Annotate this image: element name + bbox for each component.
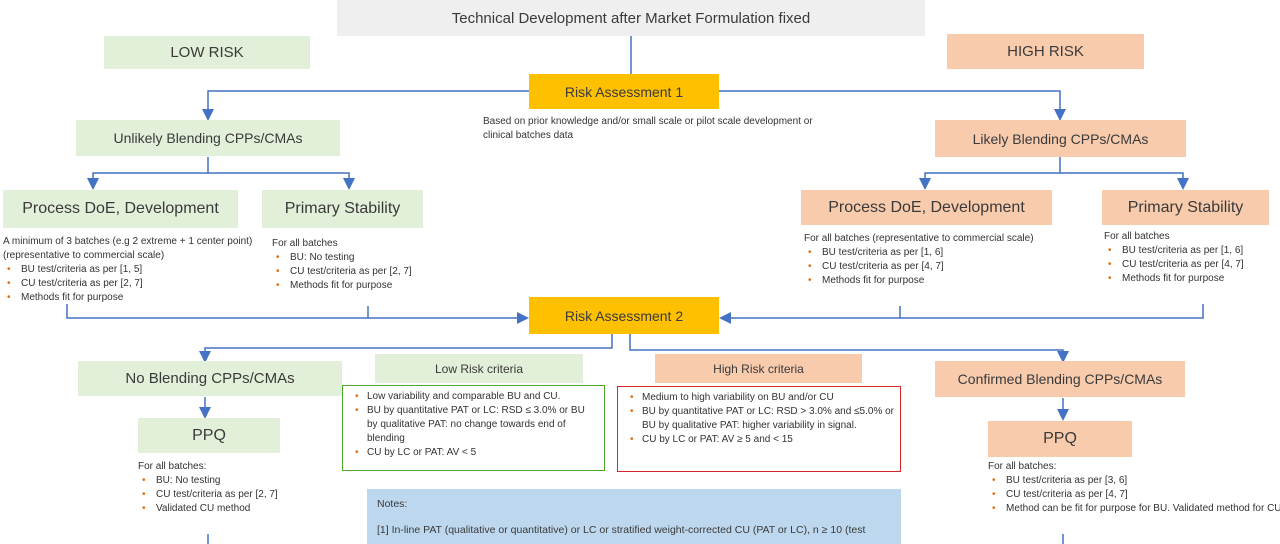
list-item: BU test/criteria as per [1, 5] — [7, 263, 273, 277]
page-title: Technical Development after Market Formu… — [337, 0, 925, 36]
right-process-doe-box: Process DoE, Development — [801, 190, 1052, 225]
left-primary-stability-box: Primary Stability — [262, 190, 423, 228]
right-to-ra2-arrow — [719, 304, 1204, 324]
left-doe-intro-2: (representative to commercial scale) — [3, 250, 165, 261]
list-item: Validated CU method — [142, 502, 338, 516]
confirmed-blending-box: Confirmed Blending CPPs/CMAs — [935, 361, 1185, 397]
no-blending-box: No Blending CPPs/CMAs — [78, 361, 342, 396]
list-item: CU test/criteria as per [4, 7] — [992, 488, 1278, 502]
high-risk-criteria-box: Medium to high variability on BU and/or … — [617, 386, 901, 472]
left-ppq-intro: For all batches: — [138, 461, 207, 472]
list-item: Methods fit for purpose — [1108, 272, 1274, 286]
notes-heading: Notes: — [377, 498, 408, 510]
notes-line-1: [1] In-line PAT (qualitative or quantita… — [377, 524, 866, 536]
list-item: Medium to high variability on BU and/or … — [630, 391, 894, 405]
risk-assessment-1: Risk Assessment 1 — [529, 74, 719, 109]
left-doe-intro-1: A minimum of 3 batches (e.g 2 extreme + … — [3, 236, 253, 247]
unlikely-blending-box: Unlikely Blending CPPs/CMAs — [76, 120, 340, 156]
right-doe-details: For all batches (representative to comme… — [804, 232, 1064, 288]
left-doe-details: A minimum of 3 batches (e.g 2 extreme + … — [3, 235, 273, 305]
list-item: BU test/criteria as per [3, 6] — [992, 474, 1278, 488]
left-to-ra2-arrow — [66, 304, 529, 324]
right-ppq-intro: For all batches: — [988, 461, 1057, 472]
risk-assessment-2: Risk Assessment 2 — [529, 297, 719, 334]
ra1-to-likely-arrow — [719, 90, 1066, 121]
right-stability-details: For all batches BU test/criteria as per … — [1104, 230, 1274, 286]
list-item: CU by LC or PAT: AV ≥ 5 and < 15 — [630, 433, 894, 447]
list-item: CU test/criteria as per [2, 7] — [276, 265, 472, 279]
list-item: Methods fit for purpose — [808, 274, 1064, 288]
right-stability-intro: For all batches — [1104, 231, 1170, 242]
list-item: CU test/criteria as per [4, 7] — [1108, 258, 1274, 272]
left-ppq-box: PPQ — [138, 418, 280, 453]
right-primary-stability-box: Primary Stability — [1102, 190, 1269, 225]
ra1-note: Based on prior knowledge and/or small sc… — [483, 116, 813, 141]
list-item: Methods fit for purpose — [276, 279, 472, 293]
ra2-to-no-blending-arrow — [199, 334, 613, 363]
unlikely-to-doe-arrow — [87, 157, 209, 190]
right-ppq-box: PPQ — [988, 421, 1132, 457]
list-item: BU: No testing — [142, 474, 338, 488]
left-ppq-details: For all batches: BU: No testing CU test/… — [138, 460, 338, 516]
list-item: BU: No testing — [276, 251, 472, 265]
ra1-to-unlikely-arrow — [202, 90, 530, 121]
high-risk-criteria-title: High Risk criteria — [655, 354, 862, 383]
likely-blending-box: Likely Blending CPPs/CMAs — [935, 120, 1186, 157]
unlikely-to-stability-arrow — [208, 172, 355, 190]
list-item: BU by quantitative PAT or LC: RSD > 3.0%… — [630, 405, 894, 433]
likely-to-doe-arrow — [919, 157, 1061, 190]
list-item: CU by LC or PAT: AV < 5 — [355, 446, 598, 460]
list-item: CU test/criteria as per [2, 7] — [7, 277, 273, 291]
list-item: BU test/criteria as per [1, 6] — [808, 246, 1064, 260]
high-risk-label: HIGH RISK — [947, 34, 1144, 69]
list-item: Method can be fit for purpose for BU. Va… — [992, 502, 1280, 516]
low-risk-criteria-box: Low variability and comparable BU and CU… — [342, 385, 605, 471]
low-risk-label: LOW RISK — [104, 36, 310, 69]
right-ppq-details: For all batches: BU test/criteria as per… — [988, 460, 1280, 516]
list-item: BU by quantitative PAT or LC: RSD ≤ 3.0%… — [355, 404, 598, 446]
list-item: CU test/criteria as per [2, 7] — [142, 488, 338, 502]
notes-box: Notes: [1] In-line PAT (qualitative or q… — [367, 489, 901, 544]
low-risk-criteria-title: Low Risk criteria — [375, 354, 583, 383]
ra2-to-confirmed-arrow — [629, 334, 1069, 363]
list-item: CU test/criteria as per [4, 7] — [808, 260, 1064, 274]
list-item: Low variability and comparable BU and CU… — [355, 390, 598, 404]
list-item: Methods fit for purpose — [7, 291, 273, 305]
left-stability-intro: For all batches — [272, 238, 338, 249]
left-stability-details: For all batches BU: No testing CU test/c… — [272, 237, 472, 293]
right-doe-intro: For all batches (representative to comme… — [804, 233, 1034, 244]
left-process-doe-box: Process DoE, Development — [3, 190, 238, 228]
likely-to-stability-arrow — [1060, 172, 1189, 190]
list-item: BU test/criteria as per [1, 6] — [1108, 244, 1274, 258]
